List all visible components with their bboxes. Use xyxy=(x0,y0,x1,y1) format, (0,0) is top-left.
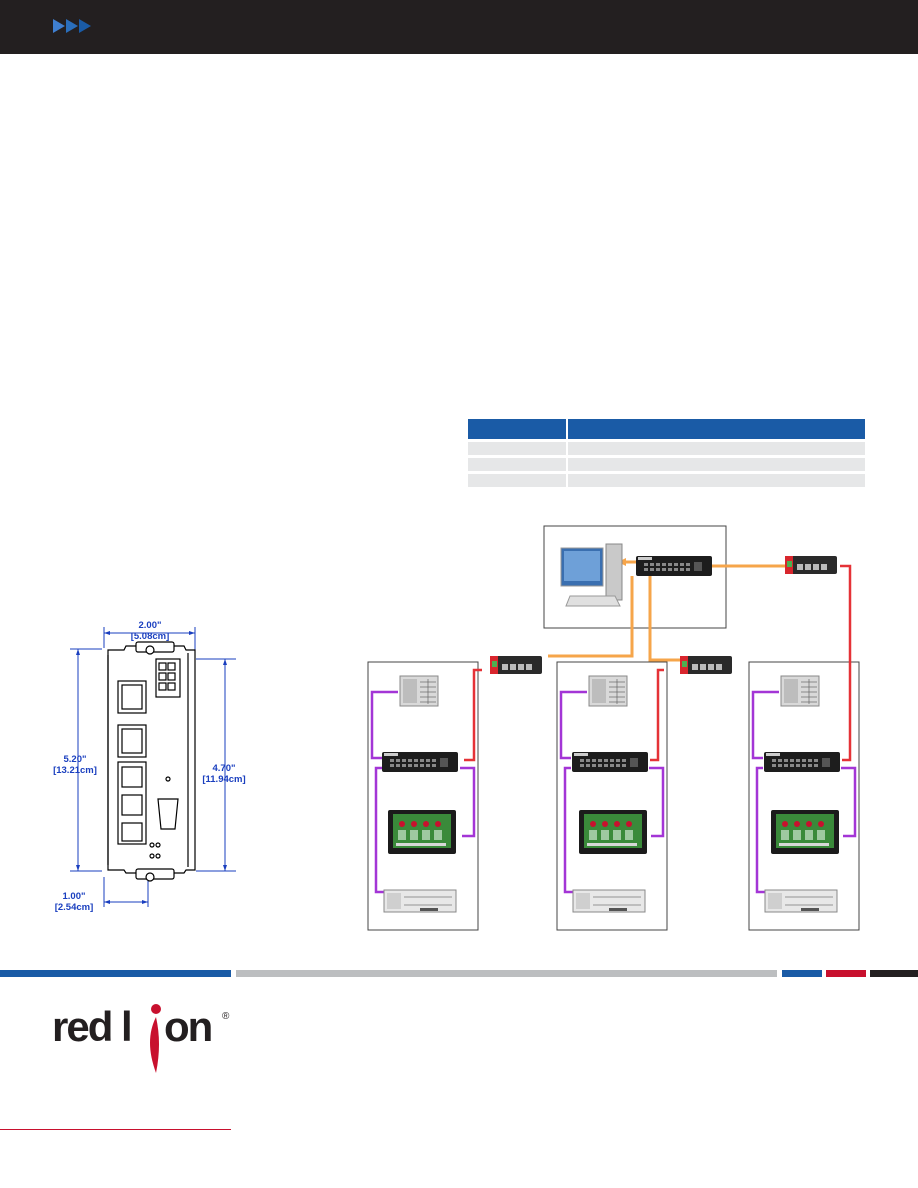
table-cell xyxy=(468,455,568,473)
table-cell xyxy=(567,439,865,457)
mount-label-cm: [2.54cm] xyxy=(54,902,94,913)
height-dimension-label: 5.20" [13.21cm] xyxy=(48,754,102,776)
svg-text:®: ® xyxy=(222,1011,230,1022)
height-label-cm: [13.21cm] xyxy=(53,765,97,776)
table-row xyxy=(468,439,865,457)
mount-dimension-label: 1.00" [2.54cm] xyxy=(48,891,100,913)
width-dimension-label: 2.00" [5.08cm] xyxy=(118,620,182,642)
table-cell xyxy=(567,455,865,473)
header-arrows-icon xyxy=(53,19,91,35)
svg-text:red l: red l xyxy=(52,1003,131,1050)
table-row xyxy=(468,471,865,487)
footer-rule xyxy=(0,970,231,977)
table-header-cell xyxy=(567,419,865,441)
dimension-drawing xyxy=(70,627,236,907)
computer-icon xyxy=(560,543,623,607)
table-row xyxy=(468,455,865,473)
red-lion-logo: red l on ® xyxy=(52,1003,230,1073)
svg-text:on: on xyxy=(164,1003,212,1050)
footer-rule xyxy=(782,970,822,977)
footer-rule xyxy=(870,970,918,977)
footer-rule xyxy=(236,970,777,977)
spec-table xyxy=(468,419,865,487)
mount-label-in: 1.00" xyxy=(62,891,86,902)
footer-rule xyxy=(826,970,866,977)
footer-divider xyxy=(0,1129,231,1130)
depth-label-in: 4.70" xyxy=(212,763,236,774)
table-header-row xyxy=(468,419,865,441)
table-cell xyxy=(468,471,568,487)
table-cell xyxy=(468,439,568,457)
network-diagram xyxy=(367,525,860,931)
width-label-cm: [5.08cm] xyxy=(130,631,170,642)
depth-label-cm: [11.94cm] xyxy=(202,774,246,785)
height-label-in: 5.20" xyxy=(63,754,87,765)
width-label-in: 2.00" xyxy=(138,620,162,631)
depth-dimension-label: 4.70" [11.94cm] xyxy=(197,763,251,785)
table-cell xyxy=(567,471,865,487)
table-header-cell xyxy=(468,419,568,441)
header-bar xyxy=(0,0,918,54)
